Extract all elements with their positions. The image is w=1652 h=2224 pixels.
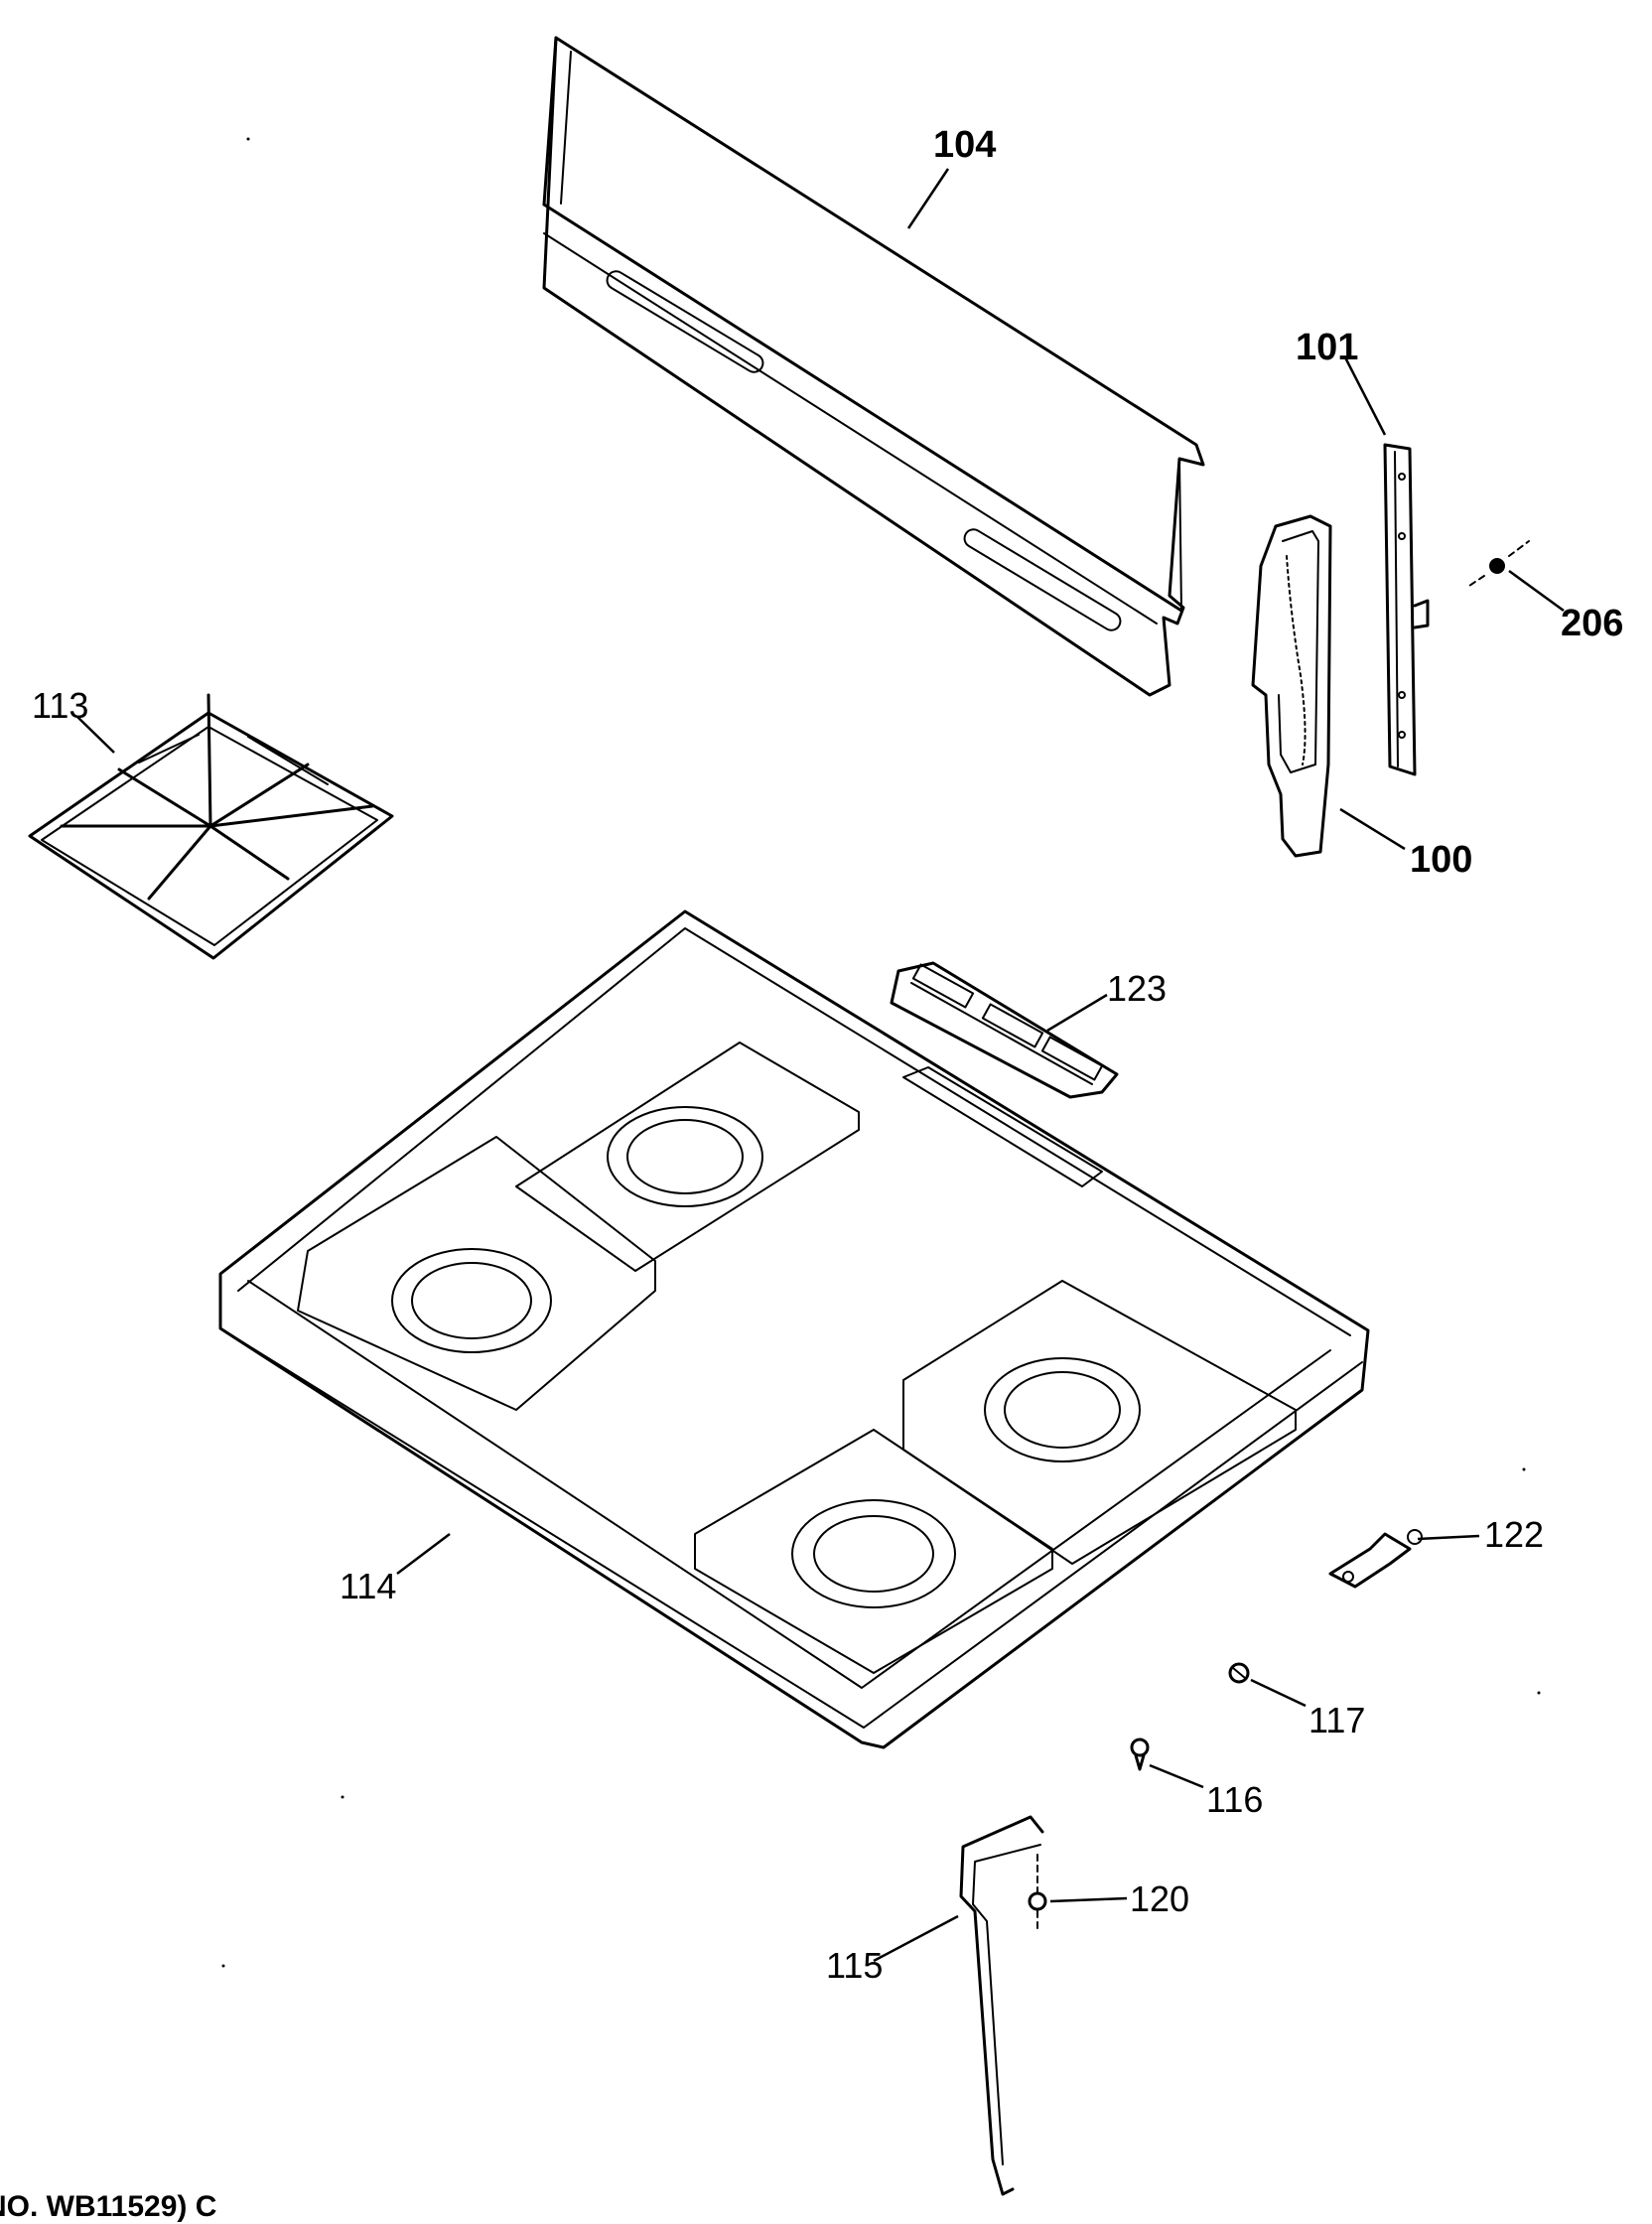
callout-100: 100: [1410, 839, 1472, 881]
callout-104: 104: [933, 124, 996, 166]
callout-101: 101: [1296, 327, 1358, 368]
part-116-screw: [1130, 1738, 1150, 1771]
callout-115: 115: [826, 1945, 883, 1986]
part-114-cooktop: [218, 909, 1370, 1749]
part-123-vent-grille: [890, 961, 1119, 1099]
part-206-screw: [1468, 540, 1530, 587]
part-120-screw: [1028, 1854, 1047, 1932]
callout-116: 116: [1206, 1779, 1263, 1820]
part-113-burner-grate: [28, 693, 394, 960]
leader-lines: [76, 168, 1565, 1963]
callout-117: 117: [1308, 1700, 1365, 1740]
part-117-nut: [1228, 1662, 1250, 1684]
callout-206: 206: [1561, 603, 1623, 644]
callout-114: 114: [340, 1566, 396, 1606]
callout-120: 120: [1130, 1878, 1189, 1919]
part-115-rod: [959, 1815, 1044, 2196]
callout-113: 113: [32, 685, 88, 726]
scan-specks: [221, 137, 1541, 1968]
part-122-bracket: [1328, 1529, 1423, 1589]
part-104-backsplash: [542, 36, 1205, 697]
callout-122: 122: [1484, 1514, 1544, 1555]
part-100-end-cap: [1251, 514, 1332, 858]
art-number-reference: (ART NO. WB11529) C: [0, 2190, 216, 2223]
callout-123: 123: [1107, 968, 1167, 1009]
part-101-side-bracket: [1383, 443, 1430, 776]
